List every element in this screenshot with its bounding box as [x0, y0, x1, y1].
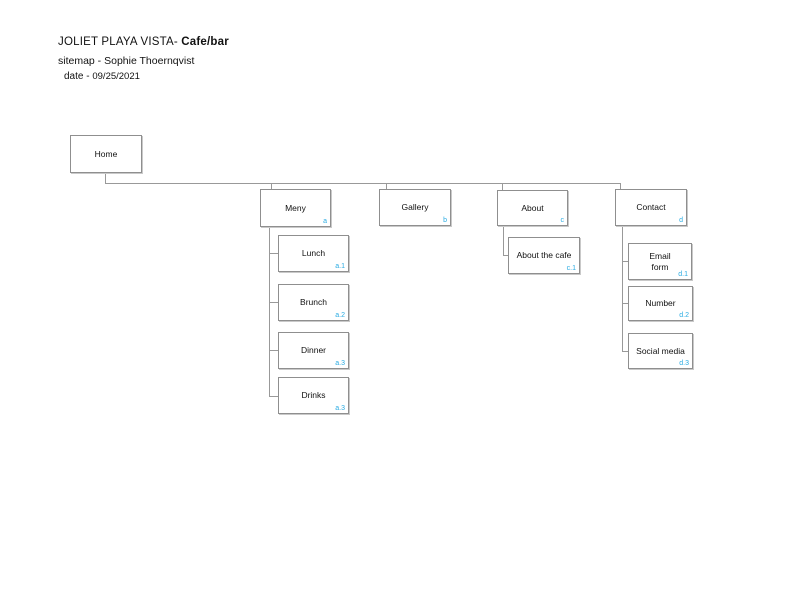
- node-social-media: Social media d.3: [628, 333, 693, 369]
- connector-about-drop: [502, 183, 503, 191]
- connector-lunch-stub: [269, 253, 278, 254]
- node-about-ref: c: [560, 217, 565, 224]
- connector-about-the-cafe-stub: [503, 255, 508, 256]
- connector-dinner-stub: [269, 350, 278, 351]
- node-lunch-ref: a.1: [335, 263, 345, 270]
- node-number-label: Number: [645, 298, 676, 309]
- date-label: date -: [64, 71, 93, 82]
- node-drinks: Drinks a.3: [278, 377, 349, 414]
- node-email-form: Email form d.1: [628, 243, 692, 280]
- connector-contact-drop: [620, 183, 621, 190]
- node-meny-ref: a: [323, 218, 327, 225]
- page-title-main: JOLIET PLAYA VISTA-: [58, 36, 178, 48]
- node-meny: Meny a: [260, 189, 331, 227]
- node-drinks-ref: a.3: [335, 405, 345, 412]
- date-line: date - 09/25/2021: [64, 71, 140, 82]
- node-drinks-label: Drinks: [301, 390, 326, 401]
- node-dinner-ref: a.3: [335, 360, 345, 367]
- connector-home-drop: [105, 172, 106, 184]
- connector-about-children-rail: [503, 226, 504, 256]
- node-brunch: Brunch a.2: [278, 284, 349, 321]
- node-about: About c: [497, 190, 568, 226]
- node-brunch-label: Brunch: [300, 297, 327, 308]
- node-about-label: About: [521, 202, 544, 213]
- connector-contact-children-rail: [622, 226, 623, 352]
- node-gallery-label: Gallery: [401, 202, 429, 213]
- node-email-form-label: Email form: [649, 251, 671, 272]
- node-gallery: Gallery b: [379, 189, 451, 226]
- node-about-the-cafe: About the cafe c.1: [508, 237, 580, 274]
- node-lunch-label: Lunch: [301, 248, 326, 259]
- node-about-the-cafe-label: About the cafe: [516, 250, 572, 261]
- node-gallery-ref: b: [443, 217, 447, 224]
- page-title: JOLIET PLAYA VISTA- Cafe/bar: [58, 36, 229, 48]
- node-email-form-ref: d.1: [678, 271, 688, 278]
- page-title-accent: Cafe/bar: [177, 36, 229, 48]
- node-brunch-ref: a.2: [335, 312, 345, 319]
- connector-social-media-stub: [622, 351, 628, 352]
- connector-gallery-drop: [386, 183, 387, 190]
- connector-meny-children-rail: [269, 227, 270, 397]
- node-contact-ref: d: [679, 217, 683, 224]
- node-contact: Contact d: [615, 189, 687, 226]
- node-dinner: Dinner a.3: [278, 332, 349, 369]
- node-dinner-label: Dinner: [300, 345, 327, 356]
- node-home: Home: [70, 135, 142, 173]
- node-lunch: Lunch a.1: [278, 235, 349, 272]
- node-meny-label: Meny: [285, 202, 306, 213]
- connector-drinks-stub: [269, 396, 278, 397]
- connector-brunch-stub: [269, 302, 278, 303]
- node-number-ref: d.2: [679, 312, 689, 319]
- connector-meny-drop: [271, 183, 272, 190]
- connector-email-form-stub: [622, 261, 628, 262]
- page-subtitle: sitemap - Sophie Thoernqvist: [58, 55, 195, 67]
- date-value: 09/25/2021: [92, 71, 140, 82]
- node-home-label: Home: [94, 148, 118, 159]
- node-contact-label: Contact: [636, 202, 666, 213]
- connector-main-rail: [105, 183, 621, 184]
- connector-number-stub: [622, 303, 628, 304]
- node-about-the-cafe-ref: c.1: [566, 265, 576, 272]
- node-social-media-label: Social media: [636, 345, 685, 356]
- node-social-media-ref: d.3: [679, 360, 689, 367]
- node-number: Number d.2: [628, 286, 693, 321]
